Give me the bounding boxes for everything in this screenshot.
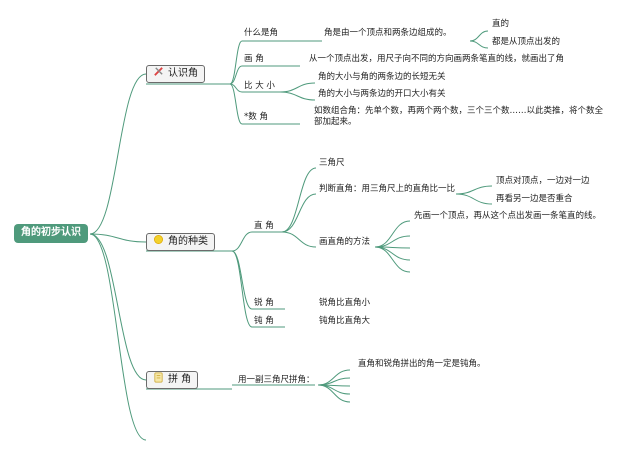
child-draw-right-angle: 画直角的方法 — [319, 237, 371, 247]
sun-icon — [154, 235, 163, 244]
connector-line-21 — [281, 167, 317, 233]
connector-line-2 — [89, 233, 147, 381]
item-label-count-angles: *数 角 — [244, 112, 268, 122]
connector-line-26 — [374, 220, 411, 248]
connector-line-9 — [469, 40, 489, 49]
connector-line-33 — [231, 250, 253, 328]
item-text-count-angles: 如数组合角：先单个数，再两个两个数，三个三个数……以此类推，将个数全部加起来。 — [314, 106, 604, 127]
item-label-draw-angle: 画 角 — [244, 54, 264, 64]
branch-node-combine-angles: 拼 角 — [146, 371, 199, 389]
child-judge-right-angle: 判断直角：用三角尺上的直角比一比 — [319, 184, 456, 194]
connector-line-14 — [279, 82, 316, 93]
child-triangle-ruler: 三角尺 — [319, 158, 345, 168]
connector-line-5 — [229, 40, 243, 85]
connector-line-30 — [374, 246, 411, 273]
connector-line-31 — [231, 250, 253, 310]
item-label-triangle-set: 用一副三角尺拼角： — [238, 375, 315, 385]
connector-line-8 — [469, 30, 489, 42]
connector-line-3 — [89, 233, 147, 441]
connector-line-10 — [229, 65, 243, 85]
connector-line-25 — [455, 193, 493, 205]
connector-line-1 — [89, 233, 147, 243]
connector-line-24 — [455, 185, 493, 195]
item-label-acute: 锐 角 — [254, 298, 274, 308]
item-label-right-angle: 直 角 — [254, 221, 274, 231]
item-label-what-is-angle: 什么是角 — [244, 28, 279, 38]
sub-from-vertex: 都是从顶点出发的 — [492, 37, 561, 47]
connector-line-27 — [374, 235, 411, 248]
branch-node-recognize-angle: 认识角 — [146, 65, 205, 83]
connector-line-23 — [281, 231, 317, 248]
item-label-obtuse: 钝 角 — [254, 316, 274, 326]
connector-line-41 — [317, 384, 351, 403]
connector-line-0 — [89, 73, 147, 235]
branch-title: 角的种类 — [168, 236, 208, 247]
connector-line-29 — [374, 246, 411, 261]
connector-line-22 — [281, 193, 317, 233]
sub-draw-method: 先画一个顶点，再从这个点出发画一条笔直的线。 — [414, 211, 602, 221]
pencil-ruler-icon — [154, 67, 163, 76]
connector-line-37 — [317, 369, 351, 386]
branch-title: 认识角 — [168, 68, 198, 79]
item-text-acute: 锐角比直角小 — [319, 298, 371, 308]
connector-line-16 — [229, 83, 243, 125]
sub-size-opening: 角的大小与两条边的开口大小有关 — [318, 89, 446, 99]
connector-line-38 — [317, 377, 351, 386]
item-label-compare-size: 比 大 小 — [244, 81, 275, 91]
document-icon — [154, 372, 163, 383]
connector-line-19 — [231, 231, 253, 252]
sub-size-independent: 角的大小与角的两条边的长短无关 — [318, 72, 446, 82]
sub-vertex-to-vertex: 顶点对顶点，一边对一边 — [496, 176, 590, 186]
item-text-definition: 角是由一个顶点和两条边组成的。 — [324, 28, 452, 38]
root-node: 角的初步认识 — [14, 224, 88, 243]
branch-node-angle-types: 角的种类 — [146, 233, 215, 251]
item-text-draw-angle: 从一个顶点出发，用尺子向不同的方向画两条笔直的线，就画出了角 — [309, 54, 565, 64]
branch-title: 拼 角 — [168, 374, 192, 385]
connector-line-15 — [279, 91, 316, 101]
sub-check-other-side: 再看另一边是否重合 — [496, 194, 573, 204]
item-text-obtuse: 钝角比直角大 — [319, 316, 371, 326]
item-text-combine-result: 直角和锐角拼出的角一定是钝角。 — [358, 359, 486, 369]
sub-straight: 直的 — [492, 19, 510, 29]
